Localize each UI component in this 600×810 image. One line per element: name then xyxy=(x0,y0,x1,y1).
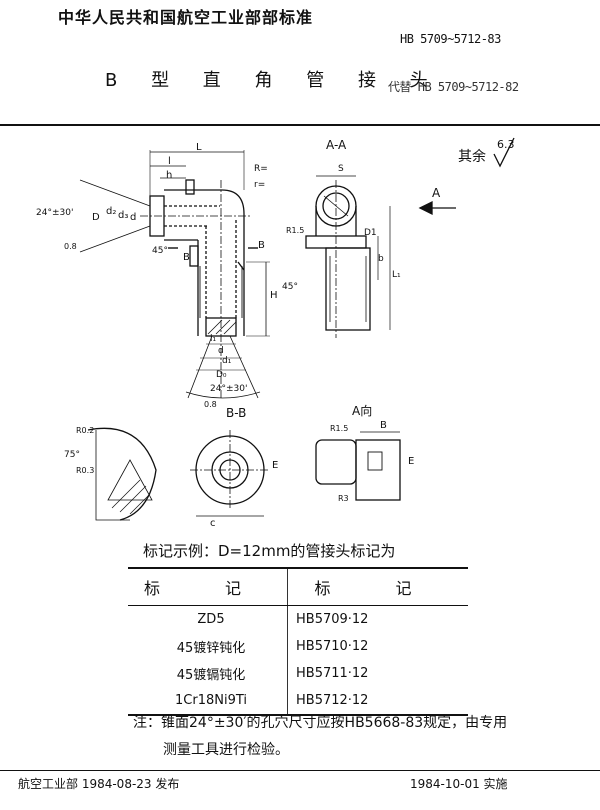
material-cell: 1Cr18Ni9Ti xyxy=(128,687,288,716)
dim-B-view: B xyxy=(380,420,387,431)
dim-c: c xyxy=(210,518,216,529)
standard-number: HB 5709~5712-83 xyxy=(400,32,501,46)
dim-R03: R0.3 xyxy=(76,466,95,475)
table-header-row: 标 记 标 记 xyxy=(128,567,468,606)
dim-R: R= xyxy=(254,164,268,174)
dim-45deg: 45° xyxy=(152,246,168,256)
issue-date: 航空工业部 1984-08-23 发布 xyxy=(18,777,180,791)
section-mark-b-right: B xyxy=(258,240,265,251)
surface-finish-label: 其余 xyxy=(458,149,486,165)
footer-rule xyxy=(0,770,600,771)
view-arrow-a: A xyxy=(432,186,441,200)
dim-r: r= xyxy=(254,180,266,190)
dim-L: L xyxy=(196,142,202,153)
table-row: 45镀镉钝化 HB5711·12 xyxy=(128,660,468,687)
section-aa-view xyxy=(305,175,456,338)
dim-H: H xyxy=(270,290,278,301)
dim-D0: D₀ xyxy=(216,370,227,380)
dim-d2: d₂ xyxy=(106,206,117,217)
dim-h: h xyxy=(166,170,173,181)
marking-example-caption: 标记示例：D=12mm的管接头标记为 xyxy=(143,542,396,560)
material-cell: ZD5 xyxy=(128,605,288,633)
table-row: 45镀锌钝化 HB5710·12 xyxy=(128,633,468,660)
material-cell: 45镀镉钝化 xyxy=(128,660,288,687)
dim-d1: d₁ xyxy=(222,356,232,366)
dim-R15-view: R1.5 xyxy=(330,424,349,433)
note-line-1: 注：锥面24°±30′的孔穴尺寸应按HB5668-83规定，由专用 xyxy=(133,715,508,731)
dim-R02: R0.2 xyxy=(76,426,95,435)
dim-d3: d₃ xyxy=(118,210,129,221)
dim-R3: R3 xyxy=(338,494,349,503)
section-bb-label: B-B xyxy=(226,406,247,420)
dim-S: S xyxy=(338,164,344,174)
dim-cone-angle: 24°±30' xyxy=(36,208,74,218)
dim-l: l xyxy=(168,156,171,167)
view-a xyxy=(315,431,401,501)
dim-cone-angle-bottom: 24°±30' xyxy=(210,384,248,394)
designation-cell: HB5711·12 xyxy=(296,666,369,681)
designation-cell: HB5710·12 xyxy=(296,639,369,654)
dim-D: D xyxy=(92,212,100,223)
dim-D1: D1 xyxy=(364,228,377,238)
effective-date: 1984-10-01 实施 xyxy=(410,777,508,791)
dim-d: d xyxy=(130,212,137,223)
section-aa-label: A-A xyxy=(326,138,347,152)
replaces-standard: 代替 HB 5709~5712-82 xyxy=(388,80,519,94)
note-line-2: 测量工具进行检验。 xyxy=(163,742,289,758)
dim-75deg: 75° xyxy=(64,450,80,460)
column-header: 标 记 xyxy=(287,567,468,606)
dim-b: b xyxy=(378,254,384,264)
dim-E: E xyxy=(272,460,279,471)
elbow-main-view xyxy=(79,150,270,400)
designation-cell: HB5709·12 xyxy=(296,612,369,627)
section-mark-b-left: B xyxy=(183,252,190,263)
dim-L1: L₁ xyxy=(392,270,401,280)
dim-E-view: E xyxy=(408,456,415,467)
view-a-label: A向 xyxy=(352,404,373,418)
designation-cell: HB5712·12 xyxy=(287,687,468,716)
ra-bottom: 0.8 xyxy=(204,400,217,409)
roughness-symbol xyxy=(493,137,515,168)
dim-l1: l₁ xyxy=(210,334,217,344)
column-header: 标 记 xyxy=(128,567,288,606)
header-rule xyxy=(0,124,600,126)
issuing-organization: 中华人民共和国航空工业部部标准 xyxy=(58,8,314,27)
material-cell: 45镀锌钝化 xyxy=(128,633,288,660)
dim-R15: R1.5 xyxy=(286,226,305,235)
dim-d-bottom: d xyxy=(218,346,224,356)
ra-left: 0.8 xyxy=(64,242,77,251)
dim-45deg-aa: 45° xyxy=(282,282,298,292)
technical-drawing xyxy=(79,137,515,521)
table-row: 1Cr18Ni9Ti HB5712·12 xyxy=(128,687,468,716)
surface-finish-value: 6.3 xyxy=(497,138,515,151)
cone-detail-view xyxy=(87,427,157,521)
marking-table: 标 记 标 记 ZD5 HB5709·12 45镀锌钝化 HB5710·12 4… xyxy=(128,567,468,716)
document-title: B 型 直 角 管 接 头 xyxy=(105,70,442,91)
section-bb-view xyxy=(190,430,270,517)
table-row: ZD5 HB5709·12 xyxy=(128,605,468,633)
